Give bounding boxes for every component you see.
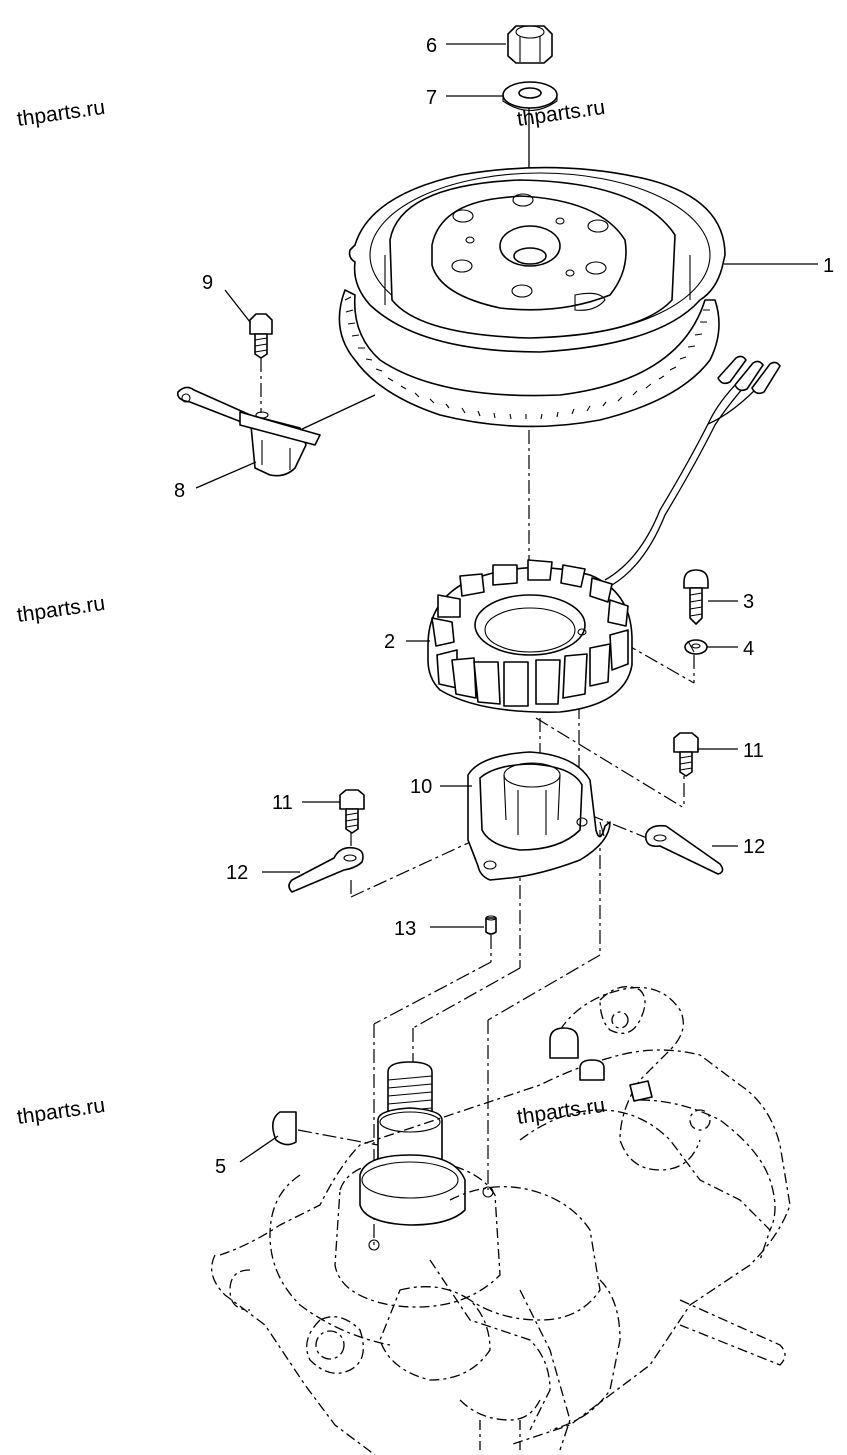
flywheel-icon bbox=[338, 166, 726, 428]
callout-11: 11 bbox=[743, 740, 764, 762]
callout-9: 9 bbox=[202, 272, 213, 294]
callout-2: 2 bbox=[384, 631, 395, 653]
watermark: thparts.ru bbox=[15, 592, 106, 627]
callout-5: 5 bbox=[215, 1156, 226, 1178]
crankcase-icon bbox=[211, 986, 791, 1455]
callout-3: 3 bbox=[743, 591, 754, 613]
callout-11: 11 bbox=[272, 792, 293, 814]
screw-icon bbox=[249, 313, 273, 359]
callout-4: 4 bbox=[743, 638, 754, 660]
callout-12: 12 bbox=[743, 836, 765, 858]
callout-12: 12 bbox=[226, 862, 248, 884]
callout-6: 6 bbox=[426, 35, 437, 57]
stator-coil-icon bbox=[427, 355, 781, 713]
ground-lead-icon bbox=[288, 846, 364, 893]
watermark: thparts.ru bbox=[15, 96, 106, 131]
bolt-icon bbox=[673, 732, 699, 777]
screw-icon bbox=[683, 569, 709, 625]
watermark: thparts.ru bbox=[515, 1094, 606, 1129]
callout-13: 13 bbox=[394, 918, 416, 940]
bolt-icon bbox=[339, 789, 365, 834]
callout-8: 8 bbox=[174, 480, 185, 502]
dowel-pin-icon bbox=[485, 915, 497, 935]
hex-nut-icon bbox=[507, 25, 553, 64]
stator-base-icon bbox=[467, 751, 611, 881]
pulser-coil-icon bbox=[176, 386, 376, 477]
callout-1: 1 bbox=[823, 255, 834, 277]
washer-icon bbox=[684, 639, 708, 655]
ground-lead-icon bbox=[644, 824, 724, 875]
callout-7: 7 bbox=[426, 87, 437, 109]
callout-10: 10 bbox=[410, 776, 432, 798]
watermark: thparts.ru bbox=[15, 1094, 106, 1129]
leader-lines bbox=[195, 43, 818, 1163]
woodruff-key-icon bbox=[272, 1111, 297, 1146]
callout-labels: 6 7 1 9 8 3 2 4 11 10 11 12 12 13 5 bbox=[174, 35, 834, 1178]
washer-icon bbox=[502, 81, 558, 112]
